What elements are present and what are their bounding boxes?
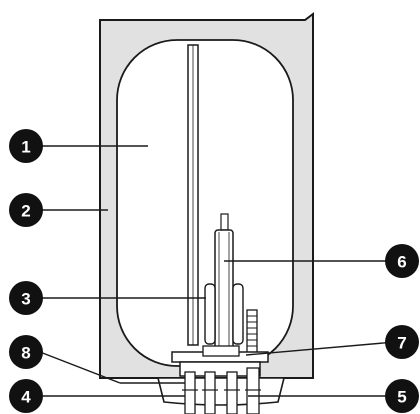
svg-text:1: 1 [21,138,30,157]
bottom-cover [156,377,286,406]
flange-base [179,361,261,377]
leader-8 [39,351,121,384]
leader-7 [245,341,396,356]
bottom-pipes [182,367,261,414]
leader-lines [39,145,396,397]
svg-text:2: 2 [21,202,30,221]
flange-hub [202,345,240,357]
svg-text:5: 5 [397,388,406,407]
callout-8: 8 [9,335,43,369]
svg-text:4: 4 [21,388,31,407]
callout-2: 2 [9,193,43,227]
callout-6: 6 [385,244,419,278]
callout-1: 1 [9,129,43,163]
callout-4: 4 [9,379,43,413]
svg-text:8: 8 [21,344,30,363]
callout-3: 3 [9,281,43,315]
svg-text:3: 3 [21,290,30,309]
callout-7: 7 [385,325,419,359]
svg-text:6: 6 [397,253,406,272]
svg-text:7: 7 [397,334,406,353]
callout-5: 5 [385,379,419,413]
